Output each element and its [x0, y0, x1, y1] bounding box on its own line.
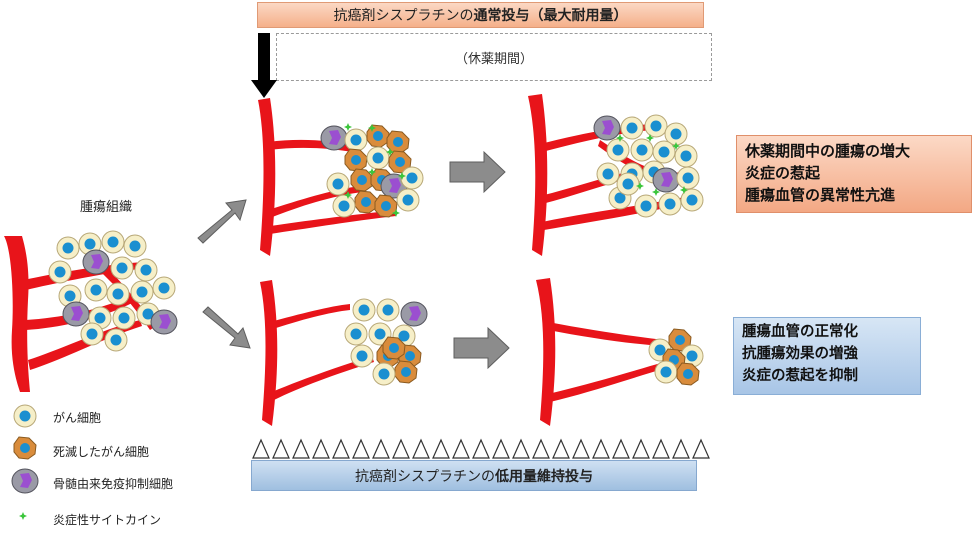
- outcome-standard-1: 休薬期間中の腫瘍の増大: [745, 142, 911, 160]
- standard-dose-banner: 抗癌剤シスプラチンの通常投与（最大耐用量）: [257, 2, 704, 28]
- arrow-upper-right-icon: [197, 199, 247, 244]
- legend-cancer-cell-label: がん細胞: [53, 411, 102, 425]
- outcome-box-standard: 休薬期間中の腫瘍の増大 炎症の惹起 腫瘍血管の異常性亢進: [736, 135, 972, 213]
- rest-period-box: （休薬期間）: [276, 33, 712, 81]
- dose-arrow-icon: [251, 33, 277, 98]
- legend-mdsc-label: 骨髄由来免疫抑制細胞: [53, 477, 174, 491]
- low-dose-prefix: 抗癌剤シスプラチンの: [355, 468, 495, 485]
- arrow-standard-progress-icon: [449, 150, 506, 194]
- low-dose-sawtooth: [252, 438, 710, 459]
- legend-cytokine-label: 炎症性サイトカイン: [53, 513, 162, 527]
- maintained-cells: [648, 328, 704, 386]
- rest-period-cells: [593, 114, 704, 218]
- outcome-standard-2: 炎症の惹起: [745, 164, 821, 182]
- standard-dose-bold: 通常投与（最大耐用量）: [473, 8, 628, 24]
- outcome-low-1: 腫瘍血管の正常化: [742, 324, 858, 340]
- legend-dead-cell-label: 死滅したがん細胞: [53, 445, 150, 459]
- maintained-vessel: [536, 278, 666, 426]
- legend-cancer-cell-icon: [13, 404, 37, 428]
- arrow-lower-right-icon: [202, 306, 251, 349]
- outcome-low-3: 炎症の惹起を抑制: [742, 368, 858, 384]
- low-dose-cells: [344, 298, 428, 386]
- outcome-box-low-dose: 腫瘍血管の正常化 抗腫瘍効果の増強 炎症の惹起を抑制: [733, 317, 921, 395]
- standard-dose-prefix: 抗癌剤シスプラチンの: [333, 8, 474, 24]
- legend-dead-cell-icon: [13, 436, 37, 460]
- low-dose-bold: 低用量維持投与: [495, 468, 593, 485]
- low-dose-banner: 抗癌剤シスプラチンの低用量維持投与: [251, 460, 697, 491]
- legend-cytokine-icon: [19, 512, 27, 520]
- low-dose-vessel: [260, 280, 374, 426]
- initial-tumor-cells: [48, 230, 178, 352]
- outcome-standard-3: 腫瘍血管の異常性亢進: [745, 186, 896, 204]
- standard-dose-cells: [320, 123, 424, 218]
- outcome-low-2: 抗腫瘍効果の増強: [742, 346, 858, 362]
- tumor-tissue-label: 腫瘍組織: [80, 200, 133, 215]
- legend-mdsc-icon: [11, 468, 39, 494]
- rest-period-label: （休薬期間）: [454, 51, 533, 67]
- arrow-lowdose-progress-icon: [453, 326, 510, 370]
